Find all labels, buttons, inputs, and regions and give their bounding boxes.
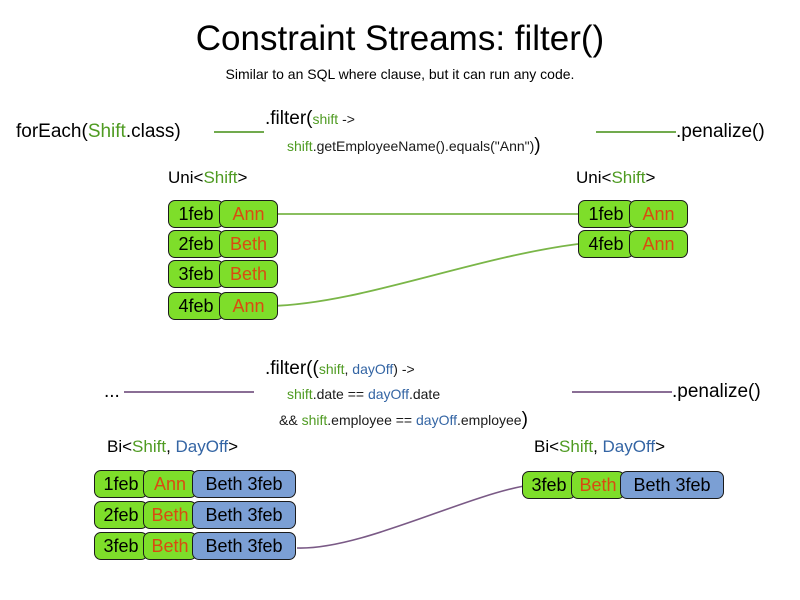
uni-input-type-suffix: > [237,168,248,187]
bi-filter-l3-var1: shift [301,412,328,428]
shift-date-chip: 3feb [522,471,576,499]
bi-filter-code: .filter((shift, dayOff) -> shift.date ==… [265,358,528,431]
bi-filter-close-paren: ) [521,409,528,430]
bi-filter-l2-var2: dayOff [367,386,409,402]
bi-filter-arrow: ) -> [393,361,415,377]
bi-filter-line-3: && shift.employee == dayOff.employee) [265,409,528,431]
bi-output-stream-type: Bi<Shift, DayOff> [534,436,665,457]
shift-date-chip: 1feb [94,470,148,498]
bi-input-stream-type: Bi<Shift, DayOff> [107,436,238,457]
shift-employee-chip: Beth [571,471,625,499]
uni-filter-param: shift [312,111,339,127]
shift-employee-chip: Beth [143,501,197,529]
uni-output-type-prefix: Uni< [576,168,612,187]
bi-input-type-generic-2: DayOff [175,437,229,456]
uni-input-row-2[interactable]: 2feb Beth [168,230,278,258]
bi-output-type-generic-1: Shift [559,437,594,456]
bi-filter-comma: , [344,361,353,377]
bi-input-type-prefix: Bi< [107,437,133,456]
bi-source-label: ... [104,381,120,402]
bi-filter-param-2: dayOff [352,361,394,377]
bi-filter-l2-mid1: .date == [312,386,368,402]
uni-output-type-generic: Shift [611,168,646,187]
uni-source-prefix: forEach( [16,121,88,142]
uni-input-stream-type: Uni<Shift> [168,167,247,188]
shift-employee-chip: Beth [219,260,278,288]
shift-employee-chip: Beth [143,532,197,560]
shift-employee-chip: Beth [219,230,278,258]
dayoff-chip: Beth 3feb [192,532,296,560]
uni-input-row-3[interactable]: 3feb Beth [168,260,278,288]
dayoff-chip: Beth 3feb [192,501,296,529]
shift-date-chip: 2feb [94,501,148,529]
bi-output-row-1[interactable]: 3feb Beth Beth 3feb [522,471,724,499]
uni-source-suffix: .class) [125,121,181,142]
uni-output-type-suffix: > [645,168,656,187]
shift-date-chip: 4feb [168,292,224,320]
bi-input-type-suffix: > [228,437,239,456]
bi-filter-param-1: shift [318,361,345,377]
uni-filter-line-1: .filter(shift -> [265,108,541,130]
uni-input-type-generic: Shift [203,168,238,187]
bi-flow-3feb [296,485,525,549]
shift-employee-chip: Ann [219,292,278,320]
bi-filter-l3-mid2: .employee [457,412,522,428]
bi-filter-l3-pre: && [279,412,302,428]
shift-employee-chip: Ann [219,200,278,228]
shift-date-chip: 3feb [94,532,148,560]
bi-filter-l3-mid1: .employee == [327,412,416,428]
shift-employee-chip: Ann [629,200,688,228]
bi-filter-l2-var1: shift [287,386,313,402]
uni-filter-head: .filter( [265,108,313,129]
bi-terminal-label: .penalize() [672,381,761,402]
shift-date-chip: 1feb [578,200,634,228]
shift-employee-chip: Ann [143,470,197,498]
bi-filter-line-2: shift.date == dayOff.date [265,384,528,405]
bi-input-row-3[interactable]: 3feb Beth Beth 3feb [94,532,296,560]
shift-date-chip: 4feb [578,230,634,258]
bi-output-type-suffix: > [655,437,666,456]
shift-date-chip: 3feb [168,260,224,288]
bi-filter-head: .filter(( [265,358,319,379]
uni-input-type-prefix: Uni< [168,168,204,187]
uni-output-row-1[interactable]: 1feb Ann [578,200,688,228]
page-title: Constraint Streams: filter() [195,19,605,58]
uni-filter-code: .filter(shift -> shift.getEmployeeName()… [265,108,541,157]
uni-filter-arrow: -> [338,111,355,127]
bi-input-type-comma: , [166,437,176,456]
uni-flow-4feb [269,243,579,307]
bi-output-type-prefix: Bi< [534,437,560,456]
uni-output-row-2[interactable]: 4feb Ann [578,230,688,258]
uni-filter-close-paren: ) [534,135,541,156]
bi-output-type-generic-2: DayOff [602,437,656,456]
dayoff-chip: Beth 3feb [620,471,724,499]
shift-employee-chip: Ann [629,230,688,258]
bi-input-row-2[interactable]: 2feb Beth Beth 3feb [94,501,296,529]
uni-output-stream-type: Uni<Shift> [576,167,655,188]
bi-input-row-1[interactable]: 1feb Ann Beth 3feb [94,470,296,498]
uni-input-row-4[interactable]: 4feb Ann [168,292,278,320]
uni-filter-line-2: shift.getEmployeeName().equals("Ann")) [265,135,541,157]
dayoff-chip: Beth 3feb [192,470,296,498]
bi-output-type-comma: , [593,437,603,456]
uni-filter-var: shift [287,138,313,154]
bi-filter-l3-var2: dayOff [416,412,457,428]
uni-filter-expr: .getEmployeeName().equals("Ann") [312,138,535,154]
uni-source-type: Shift [87,121,126,142]
uni-source-label: forEach(Shift.class) [16,120,181,144]
shift-date-chip: 2feb [168,230,224,258]
uni-input-row-1[interactable]: 1feb Ann [168,200,278,228]
uni-terminal-label: .penalize() [676,121,765,142]
bi-filter-l2-mid2: .date [408,386,441,402]
bi-input-type-generic-1: Shift [132,437,167,456]
shift-date-chip: 1feb [168,200,224,228]
bi-filter-line-1: .filter((shift, dayOff) -> [265,358,528,380]
page-subtitle: Similar to an SQL where clause, but it c… [225,66,575,82]
